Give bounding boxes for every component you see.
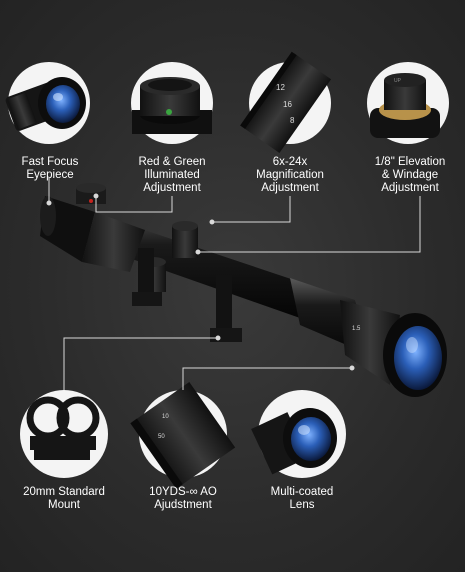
eyepiece-detail-circle [5,62,90,144]
svg-text:16: 16 [283,100,292,109]
rifle-scope: 1.5 [40,183,447,397]
lens-label: Multi-coated Lens [270,486,334,511]
svg-text:UP: UP [394,78,402,84]
svg-text:50: 50 [158,434,165,440]
magnification-label: 6x-24x Magnification Adjustment [256,156,324,194]
mount-detail-circle [20,390,108,478]
turret-label: 1/8" Elevation & Windage Adjustment [374,156,446,194]
illumination-detail-circle [131,62,213,144]
mount-label: 20mm Standard Mount [23,486,105,511]
mount-leader [63,337,218,390]
lens-detail-circle [251,390,346,478]
magnification-leader [212,196,291,223]
turret-leader [198,196,421,253]
svg-text:1.5: 1.5 [352,326,361,332]
svg-text:8: 8 [290,116,295,125]
svg-text:10: 10 [162,414,169,420]
turret-detail-circle: UP [367,62,449,144]
ao-detail-circle: 10 50 [130,381,236,489]
illumination-leader [95,196,173,213]
leader-lines [46,178,421,390]
illumination-label: Red & Green Illuminated Adjustment [138,156,206,194]
magnification-detail-circle: 12 16 8 [240,51,332,153]
eyepiece-label: Fast Focus Eyepiece [21,156,79,181]
ao-leader [182,367,352,390]
svg-text:12: 12 [276,83,285,92]
ao-label: 10YDS-∞ AO Ajudstment [149,486,217,511]
